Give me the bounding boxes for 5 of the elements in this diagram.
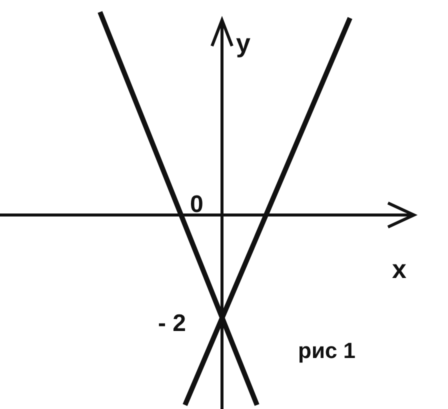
axis-label: x [392,256,406,282]
tick-label: - 2 [158,312,186,336]
figure-caption: рис 1 [298,340,356,362]
axis-label: y [236,30,250,56]
origin-label: 0 [190,193,204,217]
